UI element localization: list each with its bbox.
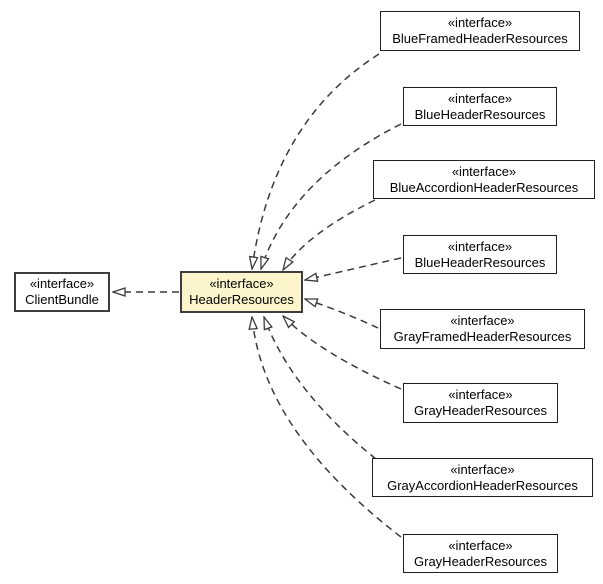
edge-blueframedheaderresources-to-headerresources xyxy=(252,53,380,269)
stereotype-label: «interface» xyxy=(450,313,515,328)
uml-node-grayheaderresources-2[interactable]: «interface» GrayHeaderResources xyxy=(403,534,558,573)
stereotype-label: «interface» xyxy=(447,15,513,30)
interface-name: GrayAccordionHeaderResources xyxy=(387,477,578,493)
stereotype-label: «interface» xyxy=(29,276,95,291)
interface-name: GrayHeaderResources xyxy=(414,403,547,418)
stereotype-label: «interface» xyxy=(209,276,274,291)
stereotype-label: «interface» xyxy=(450,461,515,477)
edge-blueheaderresources-1-to-headerresources xyxy=(261,123,402,269)
interface-name: BlueHeaderResources xyxy=(414,254,546,270)
edge-grayheaderresources-2-to-headerresources xyxy=(252,317,402,538)
uml-node-grayaccordionheaderresources[interactable]: «interface» GrayAccordionHeaderResources xyxy=(372,458,593,497)
edge-blueheaderresources-2-to-headerresources xyxy=(305,257,402,280)
stereotype-label: «interface» xyxy=(447,238,513,254)
interface-name: GrayFramedHeaderResources xyxy=(393,329,572,344)
uml-node-grayframedheaderresources[interactable]: «interface» GrayFramedHeaderResources xyxy=(380,309,585,349)
uml-node-blueheaderresources-1[interactable]: «interface» BlueHeaderResources xyxy=(403,87,557,126)
edge-grayframedheaderresources-to-headerresources xyxy=(305,298,379,329)
uml-node-grayheaderresources-1[interactable]: «interface» GrayHeaderResources xyxy=(403,383,558,423)
interface-name: ClientBundle xyxy=(25,292,99,307)
interface-name: BlueHeaderResources xyxy=(414,106,546,122)
stereotype-label: «interface» xyxy=(447,90,513,106)
interface-name: GrayHeaderResources xyxy=(414,553,547,569)
stereotype-label: «interface» xyxy=(451,163,517,179)
uml-node-blueframedheaderresources[interactable]: «interface» BlueFramedHeaderResources xyxy=(380,11,580,51)
edge-blueaccordionheaderresources-to-headerresources xyxy=(283,199,376,270)
edge-grayaccordionheaderresources-to-headerresources xyxy=(264,317,377,460)
uml-node-blueaccordionheaderresources[interactable]: «interface» BlueAccordionHeaderResources xyxy=(373,160,595,199)
stereotype-label: «interface» xyxy=(448,537,513,553)
interface-name: BlueFramedHeaderResources xyxy=(392,31,568,46)
interface-name: HeaderResources xyxy=(189,292,294,307)
uml-node-clientbundle[interactable]: «interface» ClientBundle xyxy=(14,272,110,312)
uml-node-blueheaderresources-2[interactable]: «interface» BlueHeaderResources xyxy=(403,235,557,274)
stereotype-label: «interface» xyxy=(448,387,513,402)
uml-node-headerresources[interactable]: «interface» HeaderResources xyxy=(180,271,303,313)
interface-name: BlueAccordionHeaderResources xyxy=(389,179,579,195)
